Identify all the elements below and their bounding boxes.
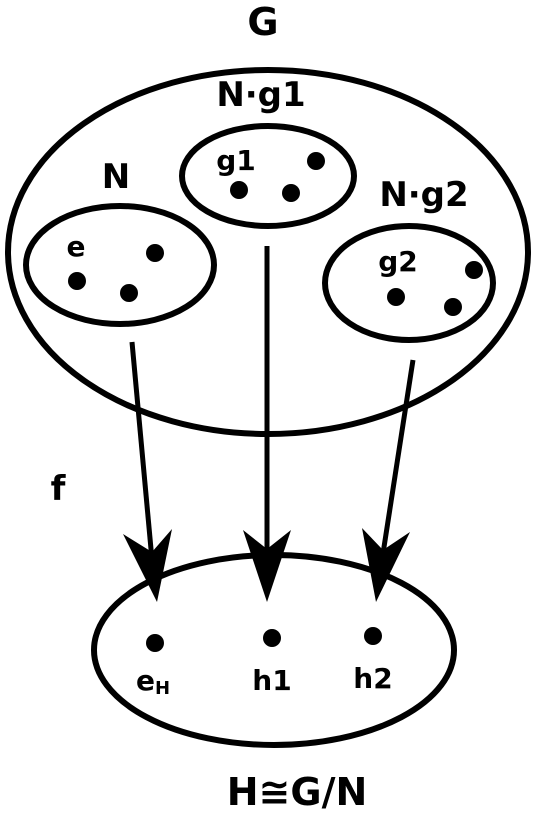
map-f-label: f: [51, 469, 67, 509]
coset-ng2-label: N·g2: [379, 175, 468, 215]
arrow-down-icon: [362, 528, 410, 602]
element-eh-subscript: H: [155, 678, 170, 699]
coset-n-label: N: [102, 157, 130, 197]
element-h2-dot: [364, 627, 382, 645]
element-dot: [230, 181, 248, 199]
element-dot: [444, 298, 462, 316]
element-g2-label: g2: [378, 245, 418, 278]
group-g-label: G: [247, 0, 278, 44]
coset-n-ellipse: [23, 203, 217, 327]
coset-ng2-ellipse: [322, 223, 496, 343]
element-dot: [387, 288, 405, 306]
quotient-h-label: H≅G/N: [227, 770, 368, 813]
element-h1-dot: [263, 629, 281, 647]
arrow-down-icon: [123, 529, 172, 602]
element-eh-label: eH: [136, 664, 170, 699]
element-h2-label: h2: [353, 662, 392, 695]
element-eh-base: e: [136, 664, 155, 697]
element-h1-label: h1: [252, 664, 291, 697]
coset-ng1-label: N·g1: [216, 75, 305, 115]
element-dot: [146, 244, 164, 262]
arrow-n-to-eh: [129, 341, 155, 561]
element-dot: [465, 261, 483, 279]
element-eh-dot: [146, 634, 164, 652]
quotient-h-ellipse: [91, 552, 457, 748]
element-dot: [68, 272, 86, 290]
element-e-label: e: [67, 230, 86, 263]
element-dot: [282, 184, 300, 202]
element-g1-label: g1: [216, 144, 256, 177]
element-dot: [307, 152, 325, 170]
element-dot: [120, 284, 138, 302]
coset-ng1-ellipse: [179, 123, 357, 229]
arrow-down-icon: [243, 530, 291, 602]
arrow-ng2-to-h2: [379, 359, 416, 561]
